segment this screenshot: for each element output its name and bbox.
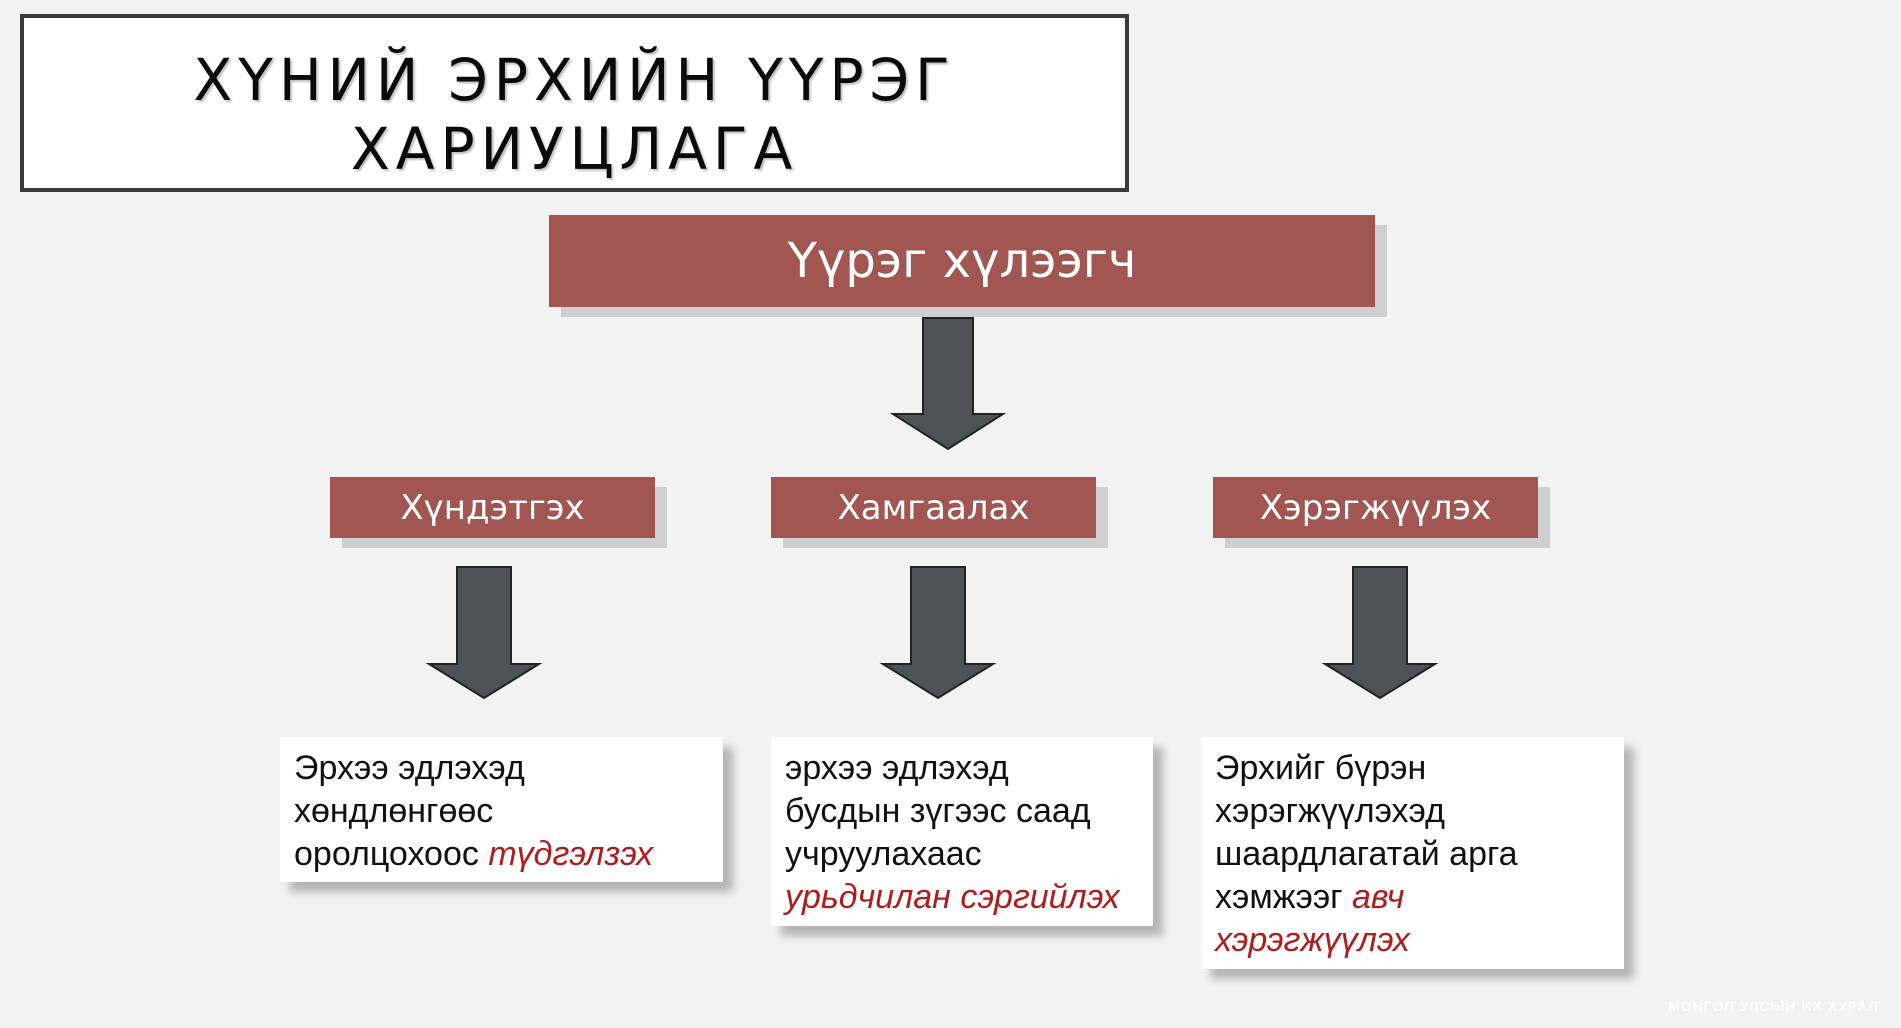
protect-highlight: урьдчилан сэргийлэх bbox=[785, 878, 1120, 916]
fulfill-highlight: авч bbox=[1352, 878, 1405, 916]
fulfill-highlight-2: хэрэгжүүлэх bbox=[1215, 921, 1410, 959]
fulfill-line-2: хэрэгжүүлэхэд bbox=[1215, 792, 1445, 830]
fulfill-line-5: хэрэгжүүлэх bbox=[1215, 919, 1610, 962]
title-box: ХҮНИЙ ЭРХИЙН ҮҮРЭГ ХАРИУЦЛАГА bbox=[20, 14, 1129, 192]
title-line-1: ХҮНИЙ ЭРХИЙН ҮҮРЭГ bbox=[193, 46, 956, 114]
protect-line-3: учруулахаас bbox=[785, 835, 982, 873]
respect-label: Хүндэтгэх bbox=[400, 487, 585, 528]
fulfill-line-3: шаардлагатай арга bbox=[1215, 835, 1518, 873]
fulfill-label: Хэрэгжүүлэх bbox=[1259, 487, 1492, 528]
duty-bearer-label: Үүрэг хүлээгч bbox=[787, 233, 1137, 289]
protect-line-4: урьдчилан сэргийлэх bbox=[785, 876, 1139, 919]
protect-line-2: бусдын зүгээс саад bbox=[785, 792, 1091, 830]
title-line-2: ХАРИУЦЛАГА bbox=[350, 115, 799, 183]
fulfill-line-1: Эрхийг бүрэн bbox=[1215, 749, 1427, 787]
respect-line-3: оролцохоос түдгэлзэх bbox=[294, 833, 709, 876]
protect-line-1: эрхээ эдлэхэд bbox=[785, 749, 1009, 787]
fulfill-description: Эрхийг бүрэн хэрэгжүүлэхэд шаардлагатай … bbox=[1201, 737, 1624, 969]
respect-node: Хүндэтгэх bbox=[330, 477, 655, 538]
respect-tail-text: оролцохоос bbox=[294, 835, 489, 873]
respect-line-1: Эрхээ эдлэхэд bbox=[294, 749, 525, 787]
fulfill-line-4: хэмжээг авч bbox=[1215, 876, 1610, 919]
watermark: МОНГОЛ УЛСЫН ИХ ХУРАЛ bbox=[1667, 998, 1879, 1014]
respect-down-arrow-icon bbox=[425, 566, 543, 700]
protect-label: Хамгаалах bbox=[837, 487, 1030, 528]
fulfill-node: Хэрэгжүүлэх bbox=[1213, 477, 1538, 538]
main-down-arrow-icon bbox=[890, 317, 1006, 451]
protect-node: Хамгаалах bbox=[771, 477, 1096, 538]
protect-description: эрхээ эдлэхэд бусдын зүгээс саад учруула… bbox=[771, 737, 1153, 926]
protect-down-arrow-icon bbox=[879, 566, 997, 700]
respect-description: Эрхээ эдлэхэд хөндлөнгөөс оролцохоос түд… bbox=[280, 737, 723, 882]
fulfill-tail-text: хэмжээг bbox=[1215, 878, 1353, 916]
duty-bearer-node: Үүрэг хүлээгч bbox=[549, 215, 1375, 307]
fulfill-down-arrow-icon bbox=[1321, 566, 1439, 700]
respect-line-2: хөндлөнгөөс bbox=[294, 792, 494, 830]
respect-highlight: түдгэлзэх bbox=[488, 835, 654, 873]
